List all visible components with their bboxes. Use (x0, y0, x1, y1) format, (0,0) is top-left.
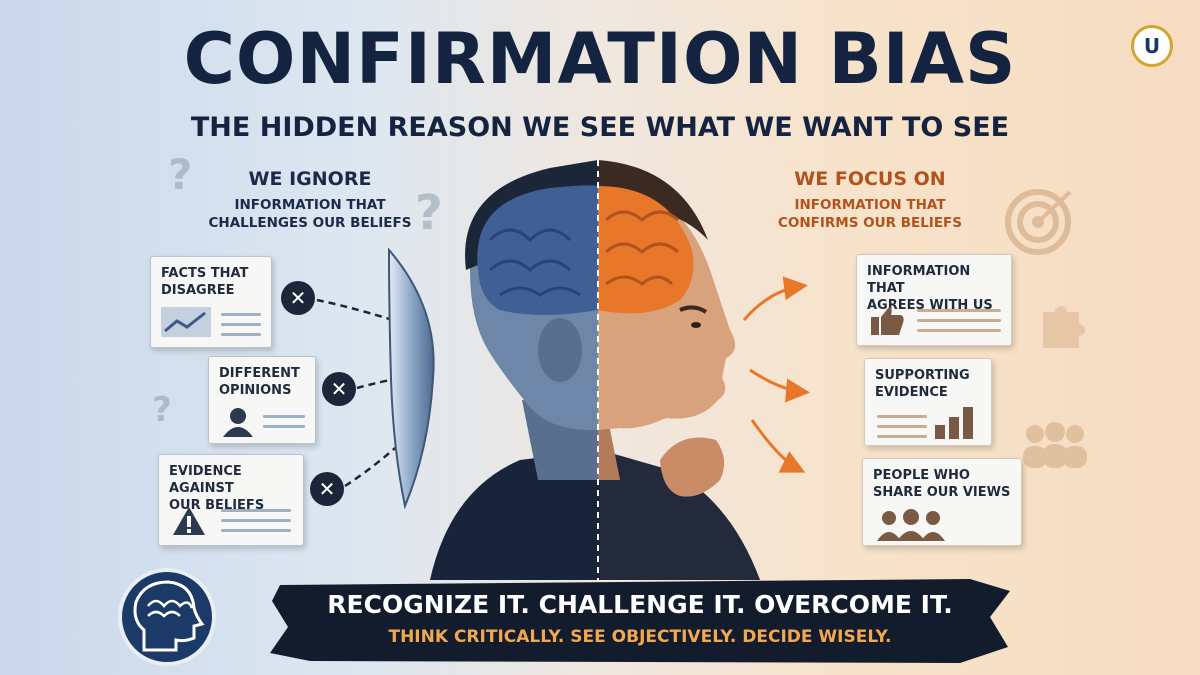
shield-barrier (387, 248, 435, 510)
warning-icon (173, 507, 205, 535)
left-heading-line2: CHALLENGES OUR BELIEFS (208, 215, 412, 231)
card-label-line1: EVIDENCE AGAINST (169, 464, 242, 496)
head-profile-illustration (430, 160, 760, 580)
people-icon (1023, 422, 1087, 468)
puzzle-icon (1043, 306, 1085, 348)
question-mark-icon: ? (168, 150, 193, 199)
question-mark-icon: ? (415, 185, 443, 241)
card-label-line2: DISAGREE (161, 283, 235, 298)
left-heading-line1: INFORMATION THAT (234, 197, 386, 213)
text-lines (263, 415, 305, 435)
orange-arrows (742, 276, 810, 473)
card-label-line1: INFORMATION THAT (867, 264, 971, 296)
card-label-line2: SHARE OUR VIEWS (873, 485, 1011, 500)
banner-brush (270, 579, 1010, 663)
card-label-line1: SUPPORTING (875, 368, 970, 383)
right-heading-title: WE FOCUS ON (794, 168, 946, 190)
left-heading: WE IGNORE INFORMATION THAT CHALLENGES OU… (200, 168, 420, 232)
chart-icon (161, 307, 211, 337)
card-label-line1: PEOPLE WHO (873, 468, 970, 483)
card-facts-disagree: FACTS THAT DISAGREE (150, 256, 272, 348)
thumbs-up-icon (871, 307, 904, 335)
brain-head-icon (133, 580, 205, 652)
card-label-line2: EVIDENCE (875, 385, 948, 400)
card-evidence-against: EVIDENCE AGAINST OUR BELIEFS (158, 454, 304, 546)
left-heading-title: WE IGNORE (248, 168, 372, 190)
page-title: CONFIRMATION BIAS (183, 18, 1017, 100)
card-people-share-views: PEOPLE WHO SHARE OUR VIEWS (862, 458, 1022, 546)
right-heading: WE FOCUS ON INFORMATION THAT CONFIRMS OU… (770, 168, 970, 232)
banner-subtagline: THINK CRITICALLY. SEE OBJECTIVELY. DECID… (388, 627, 892, 647)
brain-head-logo (118, 568, 216, 666)
card-label-line1: FACTS THAT (161, 266, 249, 281)
reject-icon: ✕ (310, 472, 344, 506)
card-supporting-evidence: SUPPORTING EVIDENCE (864, 358, 992, 446)
text-lines (221, 313, 261, 343)
right-heading-line2: CONFIRMS OUR BELIEFS (777, 215, 963, 231)
bar-chart-icon (935, 407, 973, 439)
reject-icon: ✕ (281, 281, 315, 315)
group-icon (877, 509, 945, 541)
card-label-line2: OPINIONS (219, 383, 292, 398)
question-mark-icon: ? (152, 390, 172, 430)
target-icon (1005, 189, 1072, 255)
page-subtitle: THE HIDDEN REASON WE SEE WHAT WE WANT TO… (190, 112, 1010, 143)
card-different-opinions: DIFFERENT OPINIONS (208, 356, 316, 444)
text-lines (877, 415, 927, 445)
reject-icon: ✕ (322, 372, 356, 406)
banner-tagline: RECOGNIZE IT. CHALLENGE IT. OVERCOME IT. (327, 590, 953, 619)
right-heading-line1: INFORMATION THAT (794, 197, 946, 213)
card-info-agrees: INFORMATION THAT AGREES WITH US (856, 254, 1012, 346)
brand-logo: U (1131, 25, 1173, 67)
person-icon (223, 408, 253, 437)
card-label-line1: DIFFERENT (219, 366, 300, 381)
text-lines (917, 309, 1001, 339)
text-lines (221, 509, 291, 539)
